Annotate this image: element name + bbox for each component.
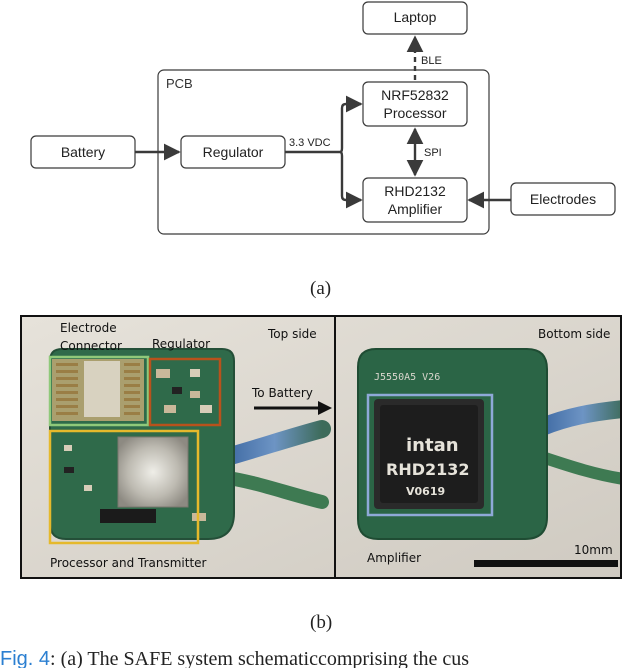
caption-text: : (a) The SAFE system schematiccomprisin…	[50, 648, 470, 668]
amplifier-block	[362, 177, 468, 223]
electrodes-label: Electrodes	[530, 191, 596, 207]
processor-transmitter-box	[48, 429, 200, 545]
amplifier-photo-label: Amplifier	[367, 551, 421, 565]
scale-bar	[474, 560, 618, 567]
pcb-label: PCB	[166, 76, 193, 91]
top-side-title: Top side	[267, 327, 317, 341]
electrode-connector-label-line2: Connector	[60, 339, 122, 353]
figure-number: Fig. 4	[0, 648, 51, 668]
system-schematic: PCB Laptop Battery Regulator NRF52832 Pr…	[30, 1, 616, 235]
top-side-board	[49, 348, 331, 540]
device-photo: Electrode Connector Regulator Top side T…	[20, 315, 622, 579]
laptop-label: Laptop	[394, 9, 437, 25]
subfigure-a-label: (a)	[310, 278, 332, 299]
chip-brand: intan	[406, 435, 459, 456]
amplifier-label-line2: Amplifier	[388, 201, 443, 217]
scale-bar-label: 10mm	[574, 543, 613, 557]
processor-block	[362, 81, 468, 127]
chip-model: RHD2132	[386, 460, 470, 479]
ble-label: BLE	[421, 55, 442, 67]
laptop-block	[362, 1, 468, 35]
processor-transmitter-label: Processor and Transmitter	[50, 556, 207, 570]
board-code: J5550A5 V26	[374, 372, 440, 383]
electrode-connector-box	[48, 355, 150, 427]
regulator-label: Regulator	[203, 144, 264, 160]
amplifier-label-line1: RHD2132	[384, 183, 446, 199]
electrode-connector-label-line1: Electrode	[60, 321, 117, 335]
to-battery-arrowhead	[318, 401, 332, 415]
subfigure-b-label: (b)	[310, 612, 333, 633]
regulator-box	[148, 357, 222, 427]
to-battery-label: To Battery	[251, 386, 313, 400]
figure-caption: Fig. 4: (a) The SAFE system schematiccom…	[0, 648, 640, 668]
processor-label-line1: NRF52832	[381, 87, 449, 103]
processor-label-line2: Processor	[383, 105, 446, 121]
regulator-photo-label: Regulator	[152, 337, 210, 351]
bottom-side-board	[357, 348, 620, 540]
amplifier-box	[366, 393, 494, 517]
voltage-label: 3.3 VDC	[289, 137, 331, 149]
device-photo-drawing: Electrode Connector Regulator Top side T…	[22, 317, 620, 577]
bottom-side-title: Bottom side	[538, 327, 610, 341]
chip-code: V0619	[406, 485, 445, 498]
regulator-to-amplifier-arrow	[339, 150, 363, 209]
spi-label: SPI	[424, 147, 442, 159]
battery-label: Battery	[61, 144, 105, 160]
